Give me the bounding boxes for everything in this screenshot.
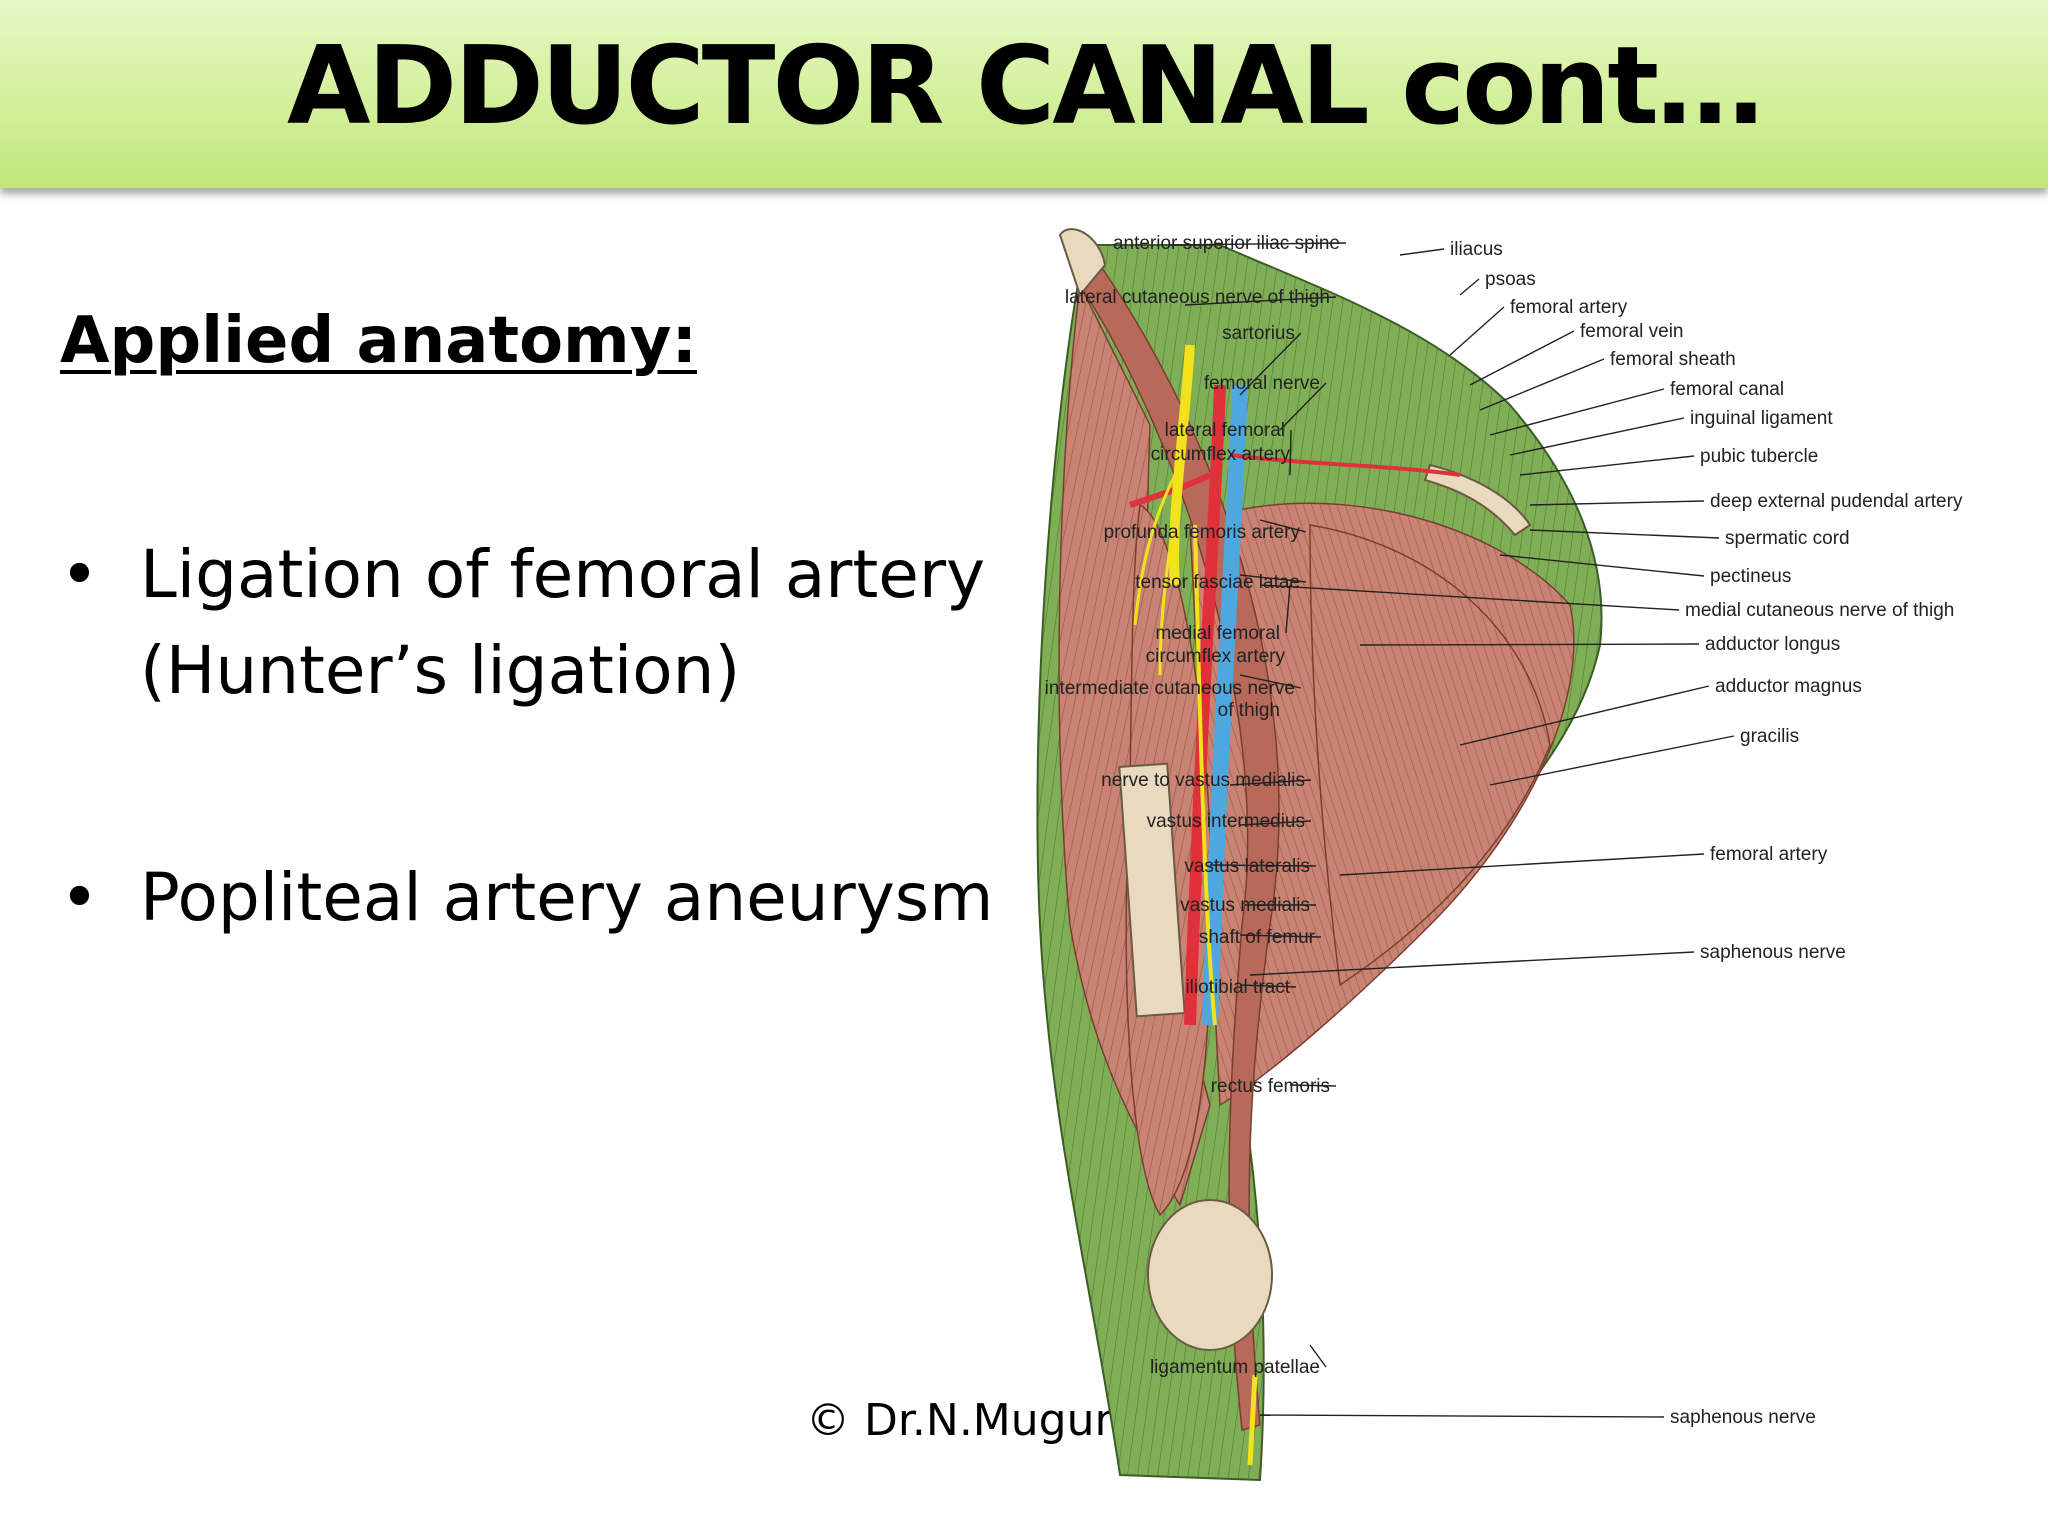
leader-line [1239,674,1302,689]
femoral-nerve [1169,344,1195,586]
diagram-label: shaft of femur [1199,927,1316,948]
diagram-label: adductor longus [1705,634,1840,655]
leader-line [1239,574,1307,583]
leader-line [1449,306,1505,356]
diagram-label: deep external pudendal artery [1710,491,1963,512]
diagram-label: saphenous nerve [1670,1407,1816,1428]
diagram-label: vastus intermedius [1147,811,1305,832]
femur-shaft [1118,762,1186,1018]
diagram-label: gracilis [1740,726,1799,747]
diagram-label: nerve to vastus medialis [1101,770,1305,791]
pudendal-branch [1229,453,1461,477]
leader-line [1259,519,1307,533]
leader-line [1279,382,1327,431]
leader-line [1499,554,1705,577]
leader-line [1239,820,1312,826]
diagram-label: anterior superior iliac spine [1113,233,1340,254]
leader-line [1259,1414,1665,1418]
diagram-label: sartorius [1222,323,1295,344]
leader-line [1459,685,1710,746]
bullet-text: Popliteal artery aneurysm [140,859,994,936]
diagram-label: psoas [1485,269,1536,290]
diagram-label: adductor magnus [1715,676,1862,697]
diagram-label: femoral nerve [1204,373,1320,394]
diagram-label: femoral artery [1710,844,1828,865]
right-labels: iliacus psoas femoral artery femoral vein fe… [1249,239,1963,1428]
saphenous-nerve [1193,524,1217,1026]
diagram-label: iliotibial tract [1185,977,1290,998]
leader-line [1359,643,1700,646]
leader-line [1489,388,1665,436]
leader-line [1285,584,1291,634]
nerve-branch [1133,474,1177,626]
diagram-label: profunda femoris artery [1104,522,1301,543]
iliac-spine [1058,228,1107,298]
pubic-bone [1423,463,1532,537]
left-labels: anterior superior iliac spine lateral cut… [1045,233,1347,1378]
diagram-label: inguinal ligament [1690,408,1833,429]
diagram-label: circumflex artery [1146,646,1286,667]
diagram-label: ligamentum patellae [1150,1357,1320,1378]
section-heading: Applied anatomy: [60,304,698,378]
diagram-label: femoral sheath [1610,349,1736,370]
bullet-text: Ligation of femoral artery [140,536,986,613]
diagram-label: femoral canal [1670,379,1784,400]
diagram-label: vastus lateralis [1184,856,1310,877]
saphenous-nerve-lower [1247,1374,1258,1466]
bullet-dot-icon: • [60,536,99,613]
diagram-label: tensor fasciae latae [1135,572,1300,593]
diagram-label: lateral femoral [1165,420,1285,441]
diagram-label: intermediate cutaneous nerve [1045,678,1295,699]
diagram-label: spermatic cord [1725,528,1850,549]
bullet-dot-icon: • [60,859,99,936]
leader-line [1479,358,1605,411]
leader-line [1239,934,1322,938]
leader-line [1259,584,1680,611]
diagram-label: iliacus [1450,239,1503,260]
diagram-label: pectineus [1710,566,1791,587]
leader-line [1239,984,1297,988]
bullet-text: (Hunter’s ligation) [140,632,741,709]
femoral-artery [1184,384,1226,1026]
leader-line [1169,242,1347,246]
leader-line [1289,1084,1337,1087]
leader-line [1289,429,1292,476]
leader-line [1519,455,1695,476]
femoral-vein [1202,384,1248,1026]
leader-line [1339,853,1705,876]
leader-line [1509,417,1685,456]
adductor-muscles [1309,524,1551,987]
leader-line [1209,864,1317,867]
diagram-label: rectus femoris [1211,1076,1330,1097]
title-bar: ADDUCTOR CANAL cont… [0,0,2048,188]
diagram-label: of thigh [1218,700,1280,721]
patella [1147,1199,1273,1351]
diagram-label: femoral artery [1510,297,1628,318]
leader-line [1229,779,1312,786]
diagram-label: saphenous nerve [1700,942,1846,963]
leader-line [1184,296,1337,306]
diagram-label: circumflex artery [1151,444,1291,465]
diagram-label: pubic tubercle [1700,446,1818,467]
leader-line [1529,500,1705,506]
leader-line [1459,278,1480,296]
leader-line [1399,248,1445,256]
diagram-label: medial femoral [1155,623,1280,644]
leader-line [1489,735,1735,786]
nerve-branch [1158,484,1182,676]
leader-line [1239,332,1302,396]
leader-line [1249,951,1695,976]
diagram-label: lateral cutaneous nerve of thigh [1065,287,1330,308]
leader-line [1309,1344,1327,1368]
slide-title: ADDUCTOR CANAL cont… [286,24,1764,149]
diagram-label: medial cutaneous nerve of thigh [1685,600,1954,621]
leader-line [1469,330,1575,386]
leader-line [1529,529,1720,539]
diagram-label: femoral vein [1580,321,1684,342]
thigh-anatomy-diagram: anterior superior iliac spine lateral cut… [1036,228,1963,1482]
